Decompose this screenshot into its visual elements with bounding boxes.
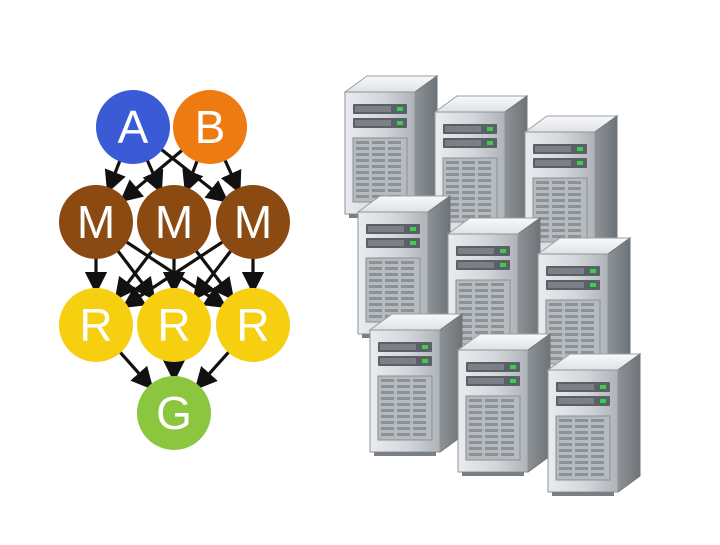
server-tower-icon — [546, 353, 642, 496]
server-tower-icon — [368, 313, 464, 456]
edge-R3-G — [194, 346, 234, 391]
node-circle — [59, 288, 133, 362]
node-R2: R — [137, 288, 211, 362]
edge-B-M2 — [182, 155, 204, 194]
node-label: R — [236, 299, 269, 351]
node-label: B — [195, 101, 226, 153]
edge-B-M3 — [220, 154, 242, 194]
node-A: A — [96, 90, 170, 164]
node-R3: R — [216, 288, 290, 362]
node-M3: M — [216, 185, 290, 259]
node-label: M — [77, 196, 115, 248]
server-tower-icon — [433, 95, 529, 238]
edge-R1-G — [115, 347, 154, 390]
node-circle — [137, 376, 211, 450]
node-label: A — [118, 101, 149, 153]
node-circle — [137, 185, 211, 259]
edge-M3-R2 — [192, 245, 236, 301]
node-circle — [137, 288, 211, 362]
edge-M3-R1 — [121, 237, 228, 309]
node-label: M — [155, 196, 193, 248]
node-label: R — [157, 299, 190, 351]
edge-B-M1 — [119, 145, 188, 203]
node-circle — [96, 90, 170, 164]
node-circle — [173, 90, 247, 164]
node-circle — [59, 185, 133, 259]
dataflow-edges — [84, 144, 265, 391]
node-label: M — [234, 196, 272, 248]
node-M1: M — [59, 185, 133, 259]
server-cluster — [343, 75, 642, 496]
node-B: B — [173, 90, 247, 164]
node-circle — [216, 185, 290, 259]
node-label: G — [156, 387, 192, 439]
node-G: G — [137, 376, 211, 450]
node-circle — [216, 288, 290, 362]
node-R1: R — [59, 288, 133, 362]
node-label: R — [79, 299, 112, 351]
edge-A-M1 — [104, 155, 126, 194]
node-M2: M — [137, 185, 211, 259]
server-tower-icon — [456, 333, 552, 476]
